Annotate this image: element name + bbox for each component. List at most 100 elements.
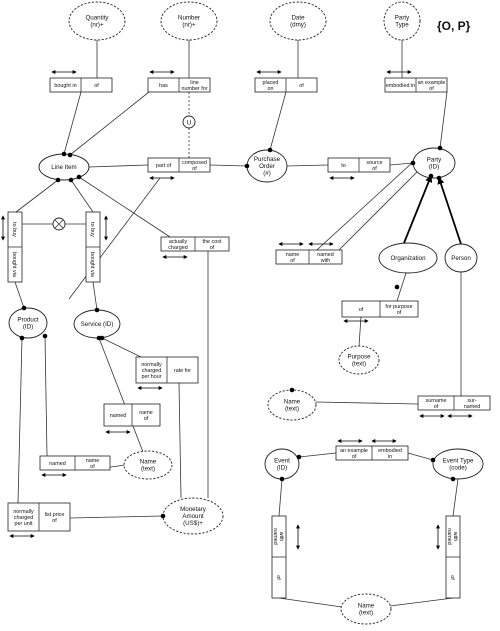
role-label: of [275, 575, 281, 580]
role-label: charged [14, 515, 33, 521]
value-label: Number [178, 15, 200, 22]
value-label: (nr)+ [90, 22, 104, 29]
role-label: named [49, 461, 65, 467]
role-label: embodied in [386, 83, 415, 89]
role-label: actually [169, 239, 188, 245]
role-li_po [147, 157, 211, 173]
role-label: for purpose [385, 304, 412, 310]
role-label: of [429, 86, 434, 92]
entity-label: Party [427, 157, 442, 164]
role-label: of [90, 464, 95, 470]
mandatory-dot [394, 284, 400, 290]
uniqueness-constraint-label: U [187, 119, 191, 126]
connector-line [178, 382, 182, 499]
value-label: Amount [182, 513, 204, 520]
role-person_surname [417, 395, 491, 411]
role-label: of [359, 307, 364, 313]
exclusion-constraint [22, 217, 86, 231]
entity-label: (#) [263, 170, 271, 177]
badge-label: {O, P} [437, 19, 471, 33]
connector-line [278, 597, 343, 608]
value-label: Name [284, 399, 301, 406]
diagram-nodes: Line ItemPurchaseOrder(#)Party(ID)Organi… [1, 1, 491, 625]
role-label: name [86, 458, 100, 464]
mandatory-dot [450, 476, 456, 482]
entity-label: Product [17, 317, 39, 324]
role-label: named [464, 404, 480, 410]
role-label: charged [142, 368, 161, 374]
role-label: of [210, 245, 215, 251]
exclusion-cross [54, 219, 64, 229]
role-service_rate [135, 356, 199, 384]
entity-label: Line Item [51, 164, 76, 171]
value-number [160, 1, 218, 41]
connector-line [269, 91, 287, 151]
role-label: of [192, 166, 197, 172]
value-label: Date [291, 15, 305, 22]
role-label: named [110, 413, 126, 419]
connector-line [63, 91, 82, 155]
role-label: normally [141, 362, 162, 368]
role-product_name [39, 455, 111, 471]
value-label: (text) [352, 361, 366, 368]
role-label: name [139, 410, 153, 416]
connector-line [15, 179, 59, 213]
connector-line [88, 164, 149, 168]
subtype-arrow [437, 176, 462, 245]
role-event_eventtype [335, 445, 409, 461]
value-name_service [123, 450, 173, 480]
value-label: Purpose [347, 354, 371, 361]
mandatory-dot [160, 513, 166, 519]
entity-label: Person [451, 255, 471, 262]
connector-line [101, 337, 142, 358]
role-label: placed [263, 80, 279, 86]
role-label: of [449, 575, 455, 580]
connector-line [439, 91, 448, 149]
mandatory-dot [76, 174, 82, 180]
role-label: to buy [11, 222, 17, 237]
role-label: named [272, 528, 278, 544]
role-label: rate for [174, 368, 191, 374]
role-li_num [147, 77, 211, 93]
mandatory-dot [267, 147, 273, 153]
role-label: of [352, 454, 357, 460]
role-label: sur- [467, 398, 476, 404]
role-org_purpose [341, 300, 419, 318]
role-label: of [372, 166, 377, 172]
role-label: with [320, 258, 331, 264]
mandatory-dot [67, 152, 73, 158]
connector-line [69, 515, 164, 519]
entity-product [8, 307, 48, 339]
connector-line [44, 335, 48, 457]
role-label: has [159, 83, 168, 89]
role-label: bought via [89, 252, 95, 277]
value-label: Type [395, 22, 409, 29]
connector-line [98, 337, 144, 453]
value-label: Monetary [180, 506, 207, 513]
mandatory-dot [94, 307, 100, 313]
mandatory-dot [279, 476, 285, 482]
role-label: part of [156, 163, 172, 169]
uniqueness-constraint-circle [182, 115, 196, 129]
role-label: the cost [203, 239, 222, 245]
mandatory-dot [430, 457, 436, 463]
value-label: Name [140, 459, 157, 466]
entity-label: Service (ID) [81, 321, 114, 328]
mandatory-dot [96, 335, 102, 341]
entity-label: (code) [449, 465, 467, 472]
entity-label: (ID) [277, 465, 287, 472]
value-label: (US$)+ [183, 520, 203, 527]
role-label: bought via [11, 252, 17, 277]
role-label: of [299, 83, 304, 89]
role-li_qty [49, 77, 113, 93]
role-label: of [144, 416, 149, 422]
connector-line [298, 452, 337, 458]
connector-line [70, 179, 94, 213]
entity-label: (ID) [23, 324, 33, 331]
mandatory-dot [244, 163, 250, 169]
role-label: per hour [141, 374, 161, 380]
role-po_party [327, 157, 391, 173]
